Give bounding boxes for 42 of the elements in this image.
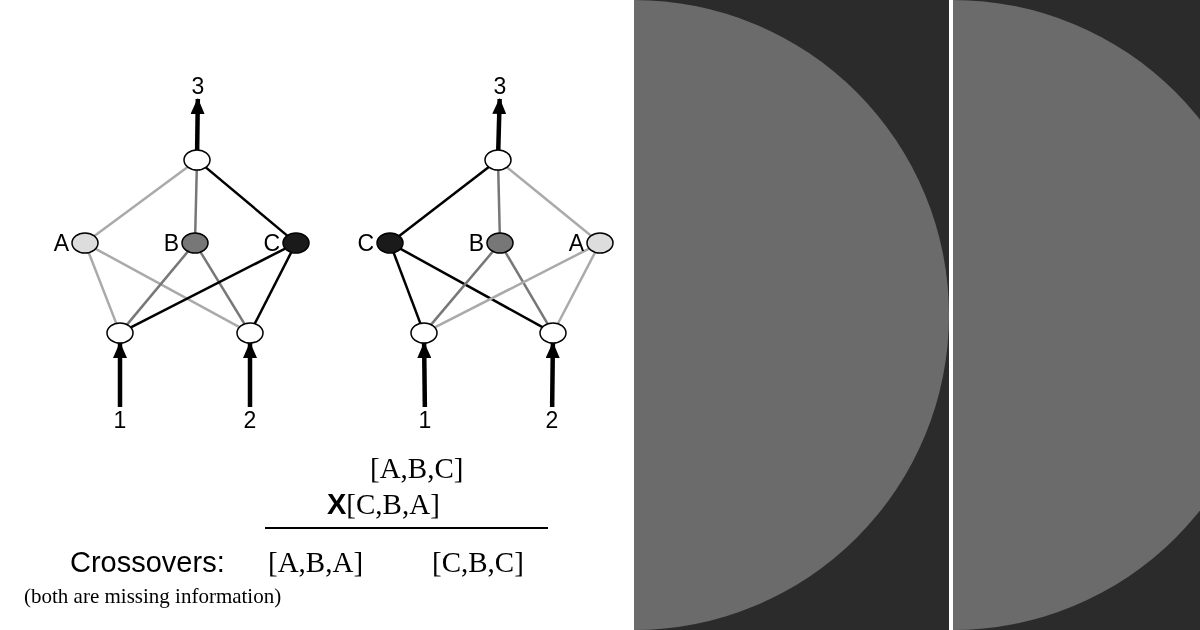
- connection-line: [506, 166, 592, 237]
- arrow: [545, 342, 560, 408]
- connection-line: [504, 251, 549, 325]
- arrow: [243, 342, 257, 407]
- neuron-circle: [106, 321, 134, 345]
- connection-line: [497, 169, 501, 234]
- sequence-text: [C,B,C]: [432, 546, 524, 579]
- caption-text: Crossovers:: [70, 546, 225, 579]
- neuron-circle: [539, 321, 567, 345]
- connection-line: [434, 247, 590, 329]
- connection-line: [399, 247, 544, 329]
- neuron-circle: [484, 148, 512, 172]
- arrow: [113, 342, 127, 407]
- connection-line: [87, 252, 118, 324]
- connection-line: [398, 166, 490, 237]
- connection-line: [194, 169, 198, 234]
- connection-line: [392, 252, 422, 324]
- neuron-circle: [410, 321, 438, 345]
- io-label: 3: [188, 73, 208, 99]
- connection-line: [253, 251, 293, 325]
- connection-line: [93, 165, 189, 238]
- io-label: 2: [240, 407, 260, 433]
- sequence-text: [A,B,C]: [370, 452, 464, 485]
- sequence-text: [A,B,A]: [268, 546, 364, 579]
- neuron-circle: [183, 148, 211, 172]
- io-label: 1: [415, 407, 435, 433]
- connection-line: [556, 251, 597, 325]
- note-text: (both are missing information): [24, 584, 282, 609]
- connection-line: [199, 251, 246, 325]
- sequence-text: X[C,B,A]: [327, 488, 440, 521]
- io-label: 2: [542, 407, 562, 433]
- neuron-circle: [236, 321, 264, 345]
- arrow: [190, 98, 205, 151]
- io-label: 3: [490, 73, 510, 99]
- io-label: 1: [110, 407, 130, 433]
- arrow: [417, 342, 432, 408]
- connection-line: [130, 247, 286, 329]
- connection-line: [126, 250, 189, 326]
- connection-line: [430, 250, 494, 326]
- connection-line: [95, 247, 240, 329]
- connection-line: [205, 166, 288, 237]
- arrow: [492, 98, 507, 151]
